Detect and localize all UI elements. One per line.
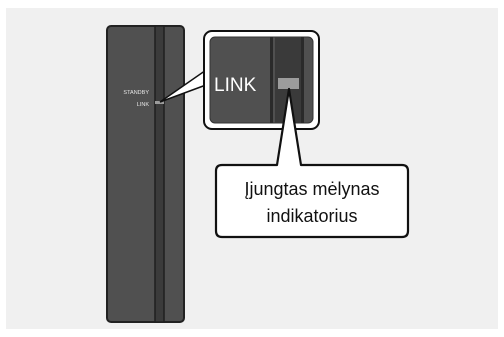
standby-label: STANDBY <box>123 90 149 96</box>
callout-line-1: Įjungtas mėlynas <box>244 179 379 199</box>
link-indicator-small <box>155 101 164 104</box>
link-label: LINK <box>137 102 150 108</box>
zoom-edge-left <box>270 37 273 123</box>
zoom-edge-right <box>301 37 304 123</box>
zoom-detail: LINK <box>203 30 320 130</box>
callout-bubble <box>214 87 410 239</box>
zoom-link-label: LINK <box>214 75 257 96</box>
device-groove <box>154 25 165 323</box>
callout: Įjungtas mėlynas indikatorius <box>214 87 410 239</box>
callout-line-2: indikatorius <box>266 206 357 226</box>
device-body <box>106 25 185 323</box>
device: STANDBY LINK <box>106 25 185 323</box>
link-indicator <box>278 78 299 89</box>
